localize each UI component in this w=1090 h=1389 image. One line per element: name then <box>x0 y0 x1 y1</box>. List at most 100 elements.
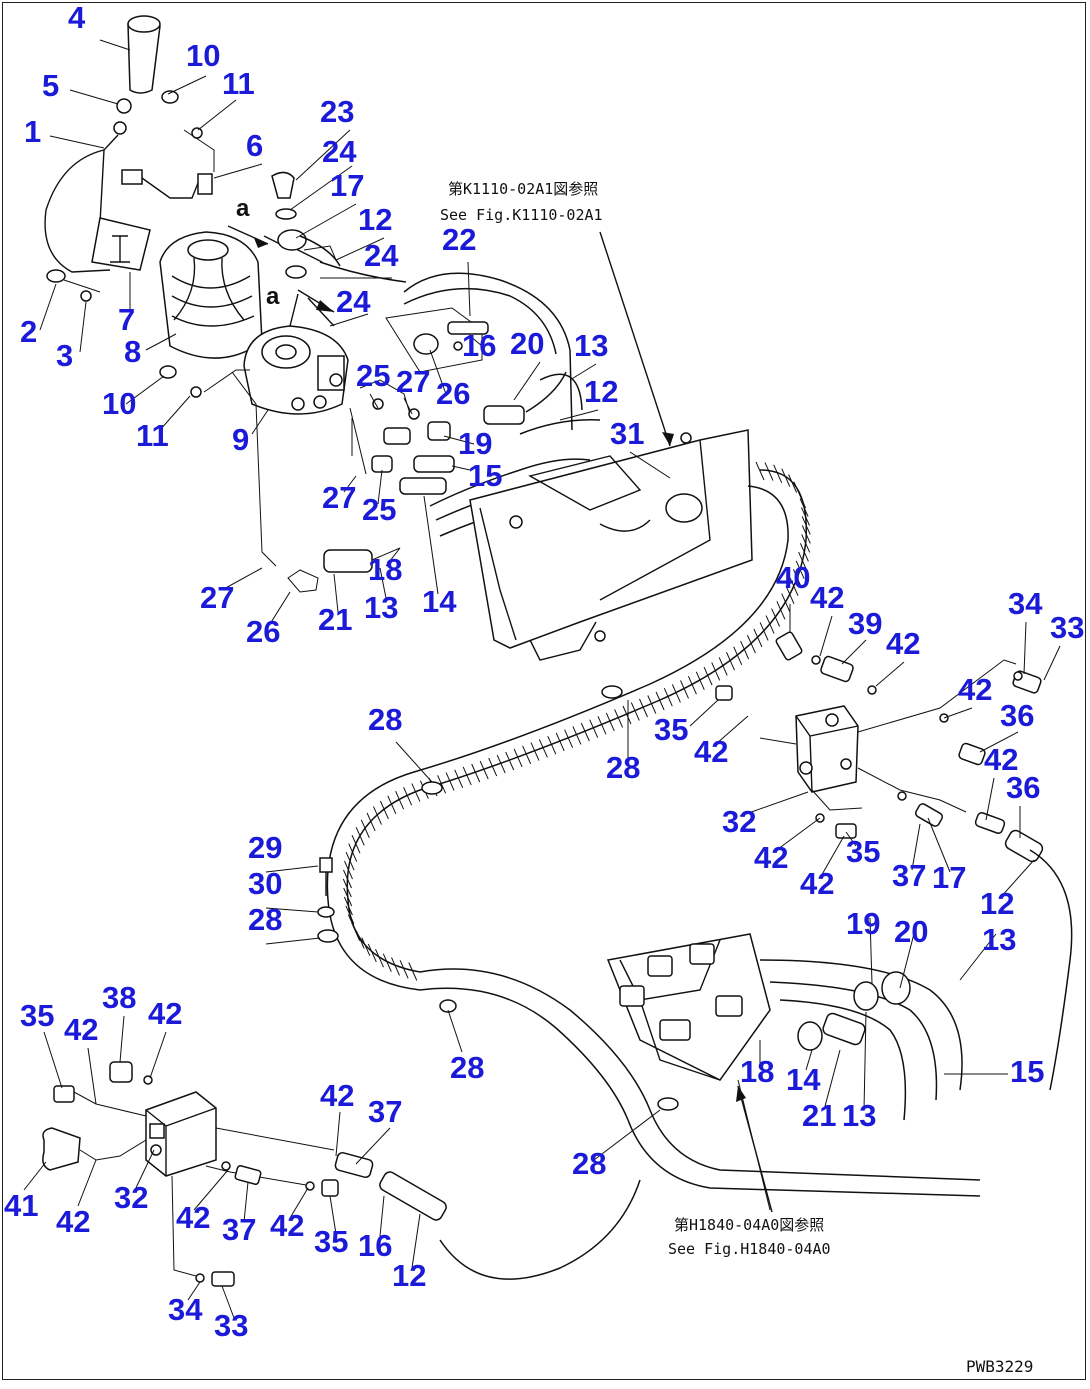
callout-42: 42 <box>984 742 1018 777</box>
callout-35: 35 <box>20 998 54 1033</box>
callout-42: 42 <box>800 866 834 901</box>
callout-26: 26 <box>436 376 470 411</box>
callout-28: 28 <box>368 702 402 737</box>
callout-31: 31 <box>610 416 644 451</box>
callout-27: 27 <box>200 580 234 615</box>
callout-11: 11 <box>222 66 255 101</box>
callout-15: 15 <box>468 458 502 493</box>
callout-6: 6 <box>246 128 263 163</box>
bolt-stack <box>317 857 335 918</box>
callout-37: 37 <box>368 1094 402 1129</box>
callout-24: 24 <box>364 238 399 273</box>
left-valve-block <box>42 1061 447 1287</box>
callout-35: 35 <box>654 712 688 747</box>
callout-9: 9 <box>232 422 249 457</box>
callout-38: 38 <box>102 980 136 1015</box>
callout-42: 42 <box>320 1078 354 1113</box>
view-marker-a-1: a <box>236 195 250 222</box>
callout-13: 13 <box>842 1098 876 1133</box>
callout-37: 37 <box>222 1212 256 1247</box>
callout-7: 7 <box>118 302 135 337</box>
lever-nut <box>116 98 132 114</box>
callout-33: 33 <box>1050 610 1084 645</box>
callout-4: 4 <box>68 0 86 35</box>
callout-42: 42 <box>56 1204 90 1239</box>
callout-21: 21 <box>802 1098 836 1133</box>
callout-32: 32 <box>722 804 756 839</box>
reference-notes: 第K1110-02A1図参照 See Fig.K1110-02A1 第H1840… <box>440 180 831 1258</box>
callout-42: 42 <box>886 626 920 661</box>
callout-35: 35 <box>846 834 880 869</box>
reference-2-jp: 第H1840-04A0図参照 <box>674 1216 824 1234</box>
callout-15: 15 <box>1010 1054 1044 1089</box>
reference-2-en: See Fig.H1840-04A0 <box>668 1240 831 1258</box>
callout-32: 32 <box>114 1180 148 1215</box>
callout-42: 42 <box>810 580 844 615</box>
callout-20: 20 <box>510 326 544 361</box>
callout-14: 14 <box>786 1062 821 1097</box>
callout-12: 12 <box>980 886 1014 921</box>
callout-19: 19 <box>458 426 492 461</box>
callout-34: 34 <box>168 1292 203 1327</box>
callout-24: 24 <box>336 284 371 319</box>
callout-25: 25 <box>362 492 396 527</box>
callout-19: 19 <box>846 906 880 941</box>
callout-12: 12 <box>584 374 618 409</box>
center-fittings <box>231 307 567 593</box>
callout-42: 42 <box>64 1012 98 1047</box>
callout-23: 23 <box>320 94 354 129</box>
callout-42: 42 <box>694 734 728 769</box>
callout-42: 42 <box>958 672 992 707</box>
leader-lines <box>23 39 1061 1319</box>
callout-13: 13 <box>364 590 398 625</box>
callout-25: 25 <box>356 358 390 393</box>
upper-fittings <box>271 171 341 279</box>
callout-3: 3 <box>56 338 73 373</box>
control-valve <box>606 933 963 1211</box>
callout-29: 29 <box>248 830 282 865</box>
callout-30: 30 <box>248 866 282 901</box>
callout-18: 18 <box>740 1054 774 1089</box>
callout-27: 27 <box>396 364 430 399</box>
reference-1-en: See Fig.K1110-02A1 <box>440 206 603 224</box>
callout-11: 11 <box>136 418 169 453</box>
callout-12: 12 <box>392 1258 426 1293</box>
callout-2: 2 <box>20 314 37 349</box>
reference-1-jp: 第K1110-02A1図参照 <box>448 180 598 198</box>
callout-37: 37 <box>892 858 926 893</box>
callout-14: 14 <box>422 584 457 619</box>
callout-1: 1 <box>24 114 41 149</box>
drawing-code: PWB3229 <box>966 1357 1033 1376</box>
callout-10: 10 <box>186 38 220 73</box>
pilot-valve <box>159 235 349 415</box>
callout-27: 27 <box>322 480 356 515</box>
lever-wire <box>44 149 111 273</box>
callout-21: 21 <box>318 602 352 637</box>
callout-42: 42 <box>270 1208 304 1243</box>
callout-28: 28 <box>572 1146 606 1181</box>
callout-39: 39 <box>848 606 882 641</box>
view-marker-a-2: a <box>266 283 280 310</box>
callout-42: 42 <box>754 840 788 875</box>
callout-28: 28 <box>450 1050 484 1085</box>
callout-26: 26 <box>246 614 280 649</box>
callout-16: 16 <box>462 328 496 363</box>
callout-41: 41 <box>4 1188 38 1223</box>
callout-20: 20 <box>894 914 928 949</box>
callout-13: 13 <box>574 328 608 363</box>
callout-24: 24 <box>322 134 357 169</box>
callout-17: 17 <box>932 860 966 895</box>
callout-42: 42 <box>148 996 182 1031</box>
callout-5: 5 <box>42 68 59 103</box>
callout-18: 18 <box>368 552 402 587</box>
callout-36: 36 <box>1000 698 1034 733</box>
callout-40: 40 <box>776 560 810 595</box>
callout-36: 36 <box>1006 770 1040 805</box>
callout-8: 8 <box>124 334 141 369</box>
callout-28: 28 <box>606 750 640 785</box>
callout-17: 17 <box>330 168 364 203</box>
